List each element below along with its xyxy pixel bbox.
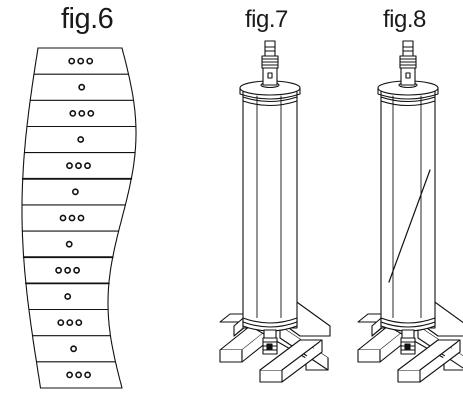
fig6-hole bbox=[66, 162, 73, 170]
fig7-top-valve bbox=[260, 40, 280, 89]
fig6-hole bbox=[75, 371, 82, 379]
fig8-label: fig.8 bbox=[383, 6, 426, 33]
fig6-hole bbox=[57, 319, 65, 326]
fig8-bottom-valve bbox=[400, 329, 416, 355]
fig6-hole bbox=[73, 266, 80, 274]
fig6-hole bbox=[68, 57, 76, 65]
fig6-hole bbox=[64, 293, 72, 300]
fig6-hole bbox=[78, 110, 86, 117]
fig8-cylinder-body bbox=[377, 80, 439, 332]
fig6-strip-stack bbox=[21, 47, 137, 389]
fig6-hole bbox=[86, 57, 94, 65]
fig6-hole bbox=[84, 162, 91, 170]
fig6-hole bbox=[78, 83, 86, 91]
fig6-hole bbox=[77, 57, 85, 65]
fig6-hole bbox=[68, 214, 76, 222]
fig6-hole bbox=[65, 240, 73, 248]
fig6-hole bbox=[77, 136, 85, 143]
fig6-hole bbox=[69, 110, 77, 117]
fig6-hole bbox=[75, 162, 82, 170]
fig7-cylinder-assembly bbox=[219, 40, 331, 383]
fig8-cylinder-assembly bbox=[357, 40, 463, 383]
fig6-hole bbox=[64, 266, 71, 274]
fig6-hole bbox=[84, 371, 91, 379]
fig6-hole bbox=[70, 345, 77, 353]
fig6-hole bbox=[87, 110, 95, 117]
fig7-bottom-valve bbox=[262, 329, 278, 355]
fig6-hole bbox=[72, 188, 79, 196]
fig6-hole bbox=[75, 319, 83, 326]
fig6-hole bbox=[59, 214, 67, 222]
fig6-label: fig.6 bbox=[61, 3, 114, 35]
fig6-hole bbox=[66, 319, 74, 326]
fig6-hole bbox=[77, 214, 85, 222]
fig7-cylinder-body bbox=[239, 80, 301, 332]
fig7-label: fig.7 bbox=[245, 6, 288, 33]
fig6-hole bbox=[66, 371, 73, 379]
fig8-top-valve bbox=[398, 40, 418, 89]
fig6-hole bbox=[55, 266, 62, 274]
fig6-right-edge bbox=[107, 47, 137, 389]
fig6-left-edge bbox=[21, 47, 42, 389]
